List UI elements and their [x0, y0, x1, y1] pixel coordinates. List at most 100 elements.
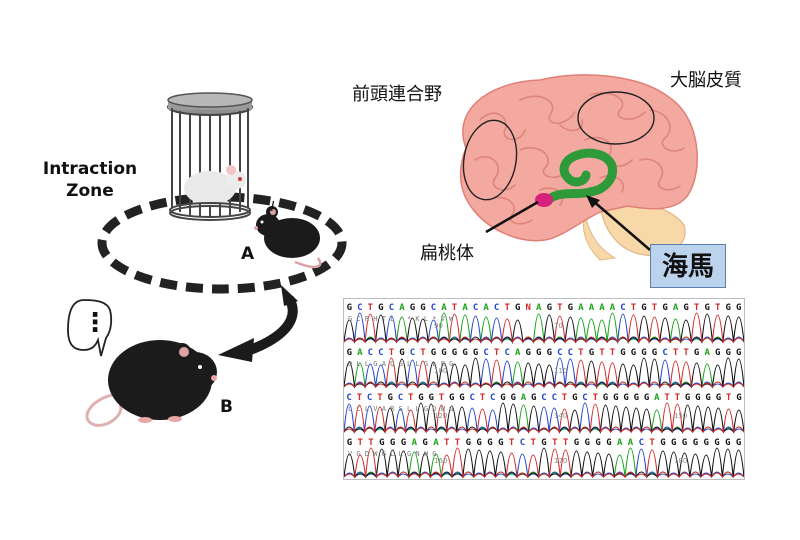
base-call: G: [695, 393, 700, 403]
zone-label-line2: Zone: [66, 181, 114, 201]
base-call: C: [473, 303, 478, 313]
base-call: G: [705, 393, 710, 403]
base-call: A: [628, 438, 634, 448]
trace-c: [344, 402, 744, 434]
base-call: G: [379, 438, 384, 448]
mouse-b-label: B: [220, 397, 233, 417]
alert-mark: !: [270, 200, 276, 215]
base-call: G: [422, 438, 427, 448]
base-call: G: [671, 438, 676, 448]
base-call: G: [466, 438, 471, 448]
base-call: G: [401, 438, 406, 448]
zone-label-line1: Intraction: [42, 159, 138, 179]
position-tick: 170: [554, 457, 567, 465]
cortex-label: 大脳皮質: [670, 70, 742, 91]
position-tick: 110: [554, 367, 567, 375]
amino-acid-row: D L L G A Q G L L G L E G: [348, 360, 453, 368]
base-call: T: [389, 348, 395, 358]
brain-illustration: [459, 74, 698, 261]
base-call: T: [552, 438, 558, 448]
mouse-b: [85, 340, 217, 427]
base-call: G: [620, 348, 625, 358]
base-call: A: [433, 438, 439, 448]
base-call: A: [536, 303, 542, 313]
thought-dots: ⋮: [82, 308, 108, 338]
base-call: G: [584, 438, 589, 448]
wire-cage: [167, 92, 253, 221]
base-call: G: [347, 348, 352, 358]
base-call: T: [652, 303, 658, 313]
base-call: C: [346, 393, 351, 403]
base-call: C: [557, 348, 562, 358]
position-tick: 150: [674, 412, 687, 420]
base-call: G: [378, 303, 383, 313]
base-call: C: [568, 348, 573, 358]
base-call: T: [593, 393, 599, 403]
base-call: G: [525, 348, 530, 358]
base-call: C: [520, 438, 525, 448]
base-call: G: [736, 303, 741, 313]
base-call: T: [408, 393, 414, 403]
amygdala-pointer: [485, 200, 539, 234]
base-call: C: [469, 393, 474, 403]
prefrontal-label: 前頭連合野: [352, 84, 442, 105]
base-call: G: [515, 303, 520, 313]
base-call: G: [459, 393, 464, 403]
base-call: T: [368, 303, 374, 313]
trace-g: [344, 402, 744, 434]
base-call: T: [673, 348, 679, 358]
base-call: G: [510, 393, 515, 403]
thought-bubble: [67, 299, 113, 357]
base-call: G: [531, 393, 536, 403]
amino-acid-row: G C R H T L - * K L * V W: [348, 315, 454, 323]
base-call: T: [504, 303, 510, 313]
base-call: G: [736, 393, 741, 403]
base-call: T: [563, 438, 569, 448]
base-call: G: [473, 348, 478, 358]
cortex-circle: [577, 91, 655, 145]
base-call: G: [685, 393, 690, 403]
base-call: G: [736, 348, 741, 358]
trace-t: [344, 402, 744, 434]
prefrontal-circle: [462, 119, 518, 201]
amygdala-label: 扁桃体: [420, 243, 474, 264]
base-call: T: [649, 438, 655, 448]
base-call: G: [568, 303, 573, 313]
base-call: G: [716, 393, 721, 403]
base-call: G: [399, 348, 404, 358]
base-call: C: [504, 348, 509, 358]
base-call: A: [599, 303, 605, 313]
base-call: G: [572, 393, 577, 403]
base-call: T: [494, 348, 500, 358]
base-call: G: [623, 393, 628, 403]
base-call: G: [606, 438, 611, 448]
base-call: C: [620, 303, 625, 313]
base-call: G: [703, 438, 708, 448]
base-call: T: [455, 438, 461, 448]
base-call: C: [662, 348, 667, 358]
base-call: A: [610, 303, 616, 313]
base-call: G: [644, 393, 649, 403]
base-call: G: [487, 438, 492, 448]
hippocampus-shape: [543, 148, 618, 205]
base-call: T: [631, 303, 637, 313]
base-call: G: [498, 438, 503, 448]
base-call: C: [378, 348, 383, 358]
base-call: G: [500, 393, 505, 403]
base-call: T: [377, 393, 383, 403]
trace-t: [344, 357, 744, 389]
base-call: G: [683, 303, 688, 313]
base-call: T: [439, 393, 445, 403]
base-call: G: [452, 348, 457, 358]
base-call: T: [675, 393, 681, 403]
base-call: C: [367, 393, 372, 403]
position-tick: 70: [554, 322, 563, 330]
base-call: A: [578, 303, 584, 313]
mouse-a: [254, 206, 322, 269]
base-call: G: [418, 393, 423, 403]
base-call: A: [462, 303, 468, 313]
base-call: G: [420, 303, 425, 313]
base-call: T: [368, 438, 374, 448]
